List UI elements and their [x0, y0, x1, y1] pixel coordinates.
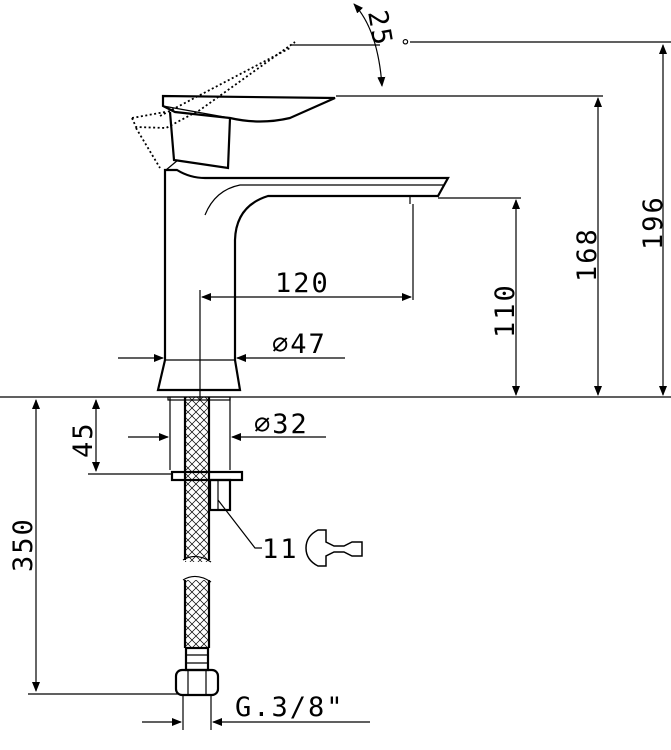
degree-symbol: °	[400, 36, 413, 57]
spout-height-label: 110	[490, 283, 521, 338]
wrench-icon	[305, 529, 363, 567]
spout-reach-dimension: 120	[199, 204, 414, 400]
angle-dimension: 25 °	[290, 3, 413, 87]
angle-label: 25	[361, 8, 398, 49]
lever-handle	[161, 94, 336, 171]
counter-thickness-label: 45	[68, 421, 99, 458]
hose-length-dimension: 350	[8, 399, 178, 695]
lever-height-label: 168	[572, 227, 603, 282]
nut-size-callout: 11	[217, 499, 363, 567]
height-dimensions: 196 168 110	[0, 41, 671, 398]
total-height-label: 196	[638, 195, 669, 250]
mounting-shank	[167, 396, 244, 697]
shank-diameter-label: ∅32	[254, 409, 309, 440]
counter-thickness-dimension: 45	[68, 399, 172, 475]
body-diameter-dimension: ∅47	[118, 329, 345, 362]
thread-dimension: G.3/8"	[142, 692, 370, 730]
spout-reach-label: 120	[275, 268, 330, 299]
hose-length-label: 350	[8, 517, 39, 572]
thread-label: G.3/8"	[235, 692, 345, 723]
nut-size-label: 11	[262, 534, 299, 565]
shank-diameter-dimension: ∅32	[128, 409, 326, 441]
body-diameter-label: ∅47	[272, 329, 327, 360]
lever-raised-position	[131, 41, 296, 169]
